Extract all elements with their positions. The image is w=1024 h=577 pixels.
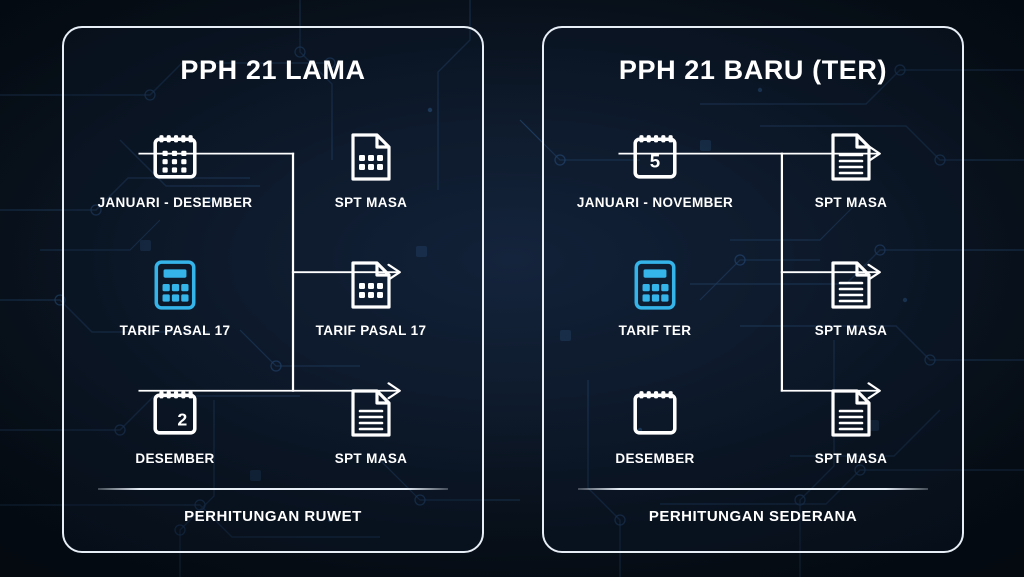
flow-row: TARIF TER <box>566 256 940 352</box>
flow-node-label: JANUARI - NOVEMBER <box>576 195 734 210</box>
flow-node-target: TARIF PASAL 17 <box>282 256 460 338</box>
document-grid-icon <box>348 256 394 314</box>
flow-node-label: DESEMBER <box>615 451 695 466</box>
calculator-icon <box>152 256 198 314</box>
document-lines-icon <box>828 384 874 442</box>
panel-pph21-baru-ter: PPH 21 BARU (TER) <box>542 26 964 553</box>
calculator-icon <box>632 256 678 314</box>
footer-text: PERHITUNGAN RUWET <box>184 508 362 525</box>
flow-node-target: SPT MASA <box>762 384 940 466</box>
flow-node-target: SPT MASA <box>282 384 460 466</box>
panel-title-left: PPH 21 LAMA <box>180 55 366 85</box>
flow-node-label: TARIF TER <box>618 323 692 338</box>
flow-node-source: 2 DESEMBER <box>86 384 264 466</box>
flow-row: TARIF PASAL 17 <box>86 256 460 352</box>
calendar-day-icon: 5 <box>630 128 680 186</box>
panel-footer-right: PERHITUNGAN SEDERANA <box>544 488 962 551</box>
flow-node-label: SPT MASA <box>814 451 888 466</box>
flow-node-label: SPT MASA <box>334 195 408 210</box>
flow-node-source: JANUARI - DESEMBER <box>86 128 264 210</box>
panel-footer-left: PERHITUNGAN RUWET <box>64 488 482 551</box>
flow-node-source: TARIF TER <box>566 256 744 338</box>
flow-node-source: TARIF PASAL 17 <box>86 256 264 338</box>
footer-text: PERHITUNGAN SEDERANA <box>648 508 858 525</box>
calendar-blank-icon <box>630 384 680 442</box>
document-lines-icon <box>828 128 874 186</box>
flow-node-label: TARIF PASAL 17 <box>119 323 231 338</box>
footer-divider <box>98 488 448 490</box>
flow-rows-left: JANUARI - DESEMBER <box>64 86 482 488</box>
flow-node-label: SPT MASA <box>334 451 408 466</box>
flow-node-target: SPT MASA <box>762 256 940 338</box>
document-lines-icon <box>828 256 874 314</box>
document-lines-icon <box>348 384 394 442</box>
calendar-grid-icon <box>150 128 200 186</box>
flow-row: 2 DESEMBER <box>86 384 460 480</box>
panel-pph21-lama: PPH 21 LAMA <box>62 26 484 553</box>
document-grid-icon <box>348 128 394 186</box>
flow-node-target: SPT MASA <box>762 128 940 210</box>
flow-node-source: DESEMBER <box>566 384 744 466</box>
flow-rows-right: 5 JANUARI - NOVEMBER <box>544 86 962 488</box>
calendar-day-number: 2 <box>177 410 187 430</box>
flow-row: JANUARI - DESEMBER <box>86 128 460 224</box>
flow-node-label: JANUARI - DESEMBER <box>97 195 253 210</box>
flow-node-label: SPT MASA <box>814 195 888 210</box>
flow-row: 5 JANUARI - NOVEMBER <box>566 128 940 224</box>
flow-row: DESEMBER <box>566 384 940 480</box>
calendar-day-icon: 2 <box>150 384 200 442</box>
flow-node-label: TARIF PASAL 17 <box>315 323 427 338</box>
flow-node-target: SPT MASA <box>282 128 460 210</box>
footer-divider <box>578 488 928 490</box>
calendar-day-number: 5 <box>650 150 660 171</box>
panel-title-right: PPH 21 BARU (TER) <box>618 55 888 85</box>
flow-node-label: DESEMBER <box>135 451 215 466</box>
flow-node-label: SPT MASA <box>814 323 888 338</box>
flow-node-source: 5 JANUARI - NOVEMBER <box>566 128 744 210</box>
